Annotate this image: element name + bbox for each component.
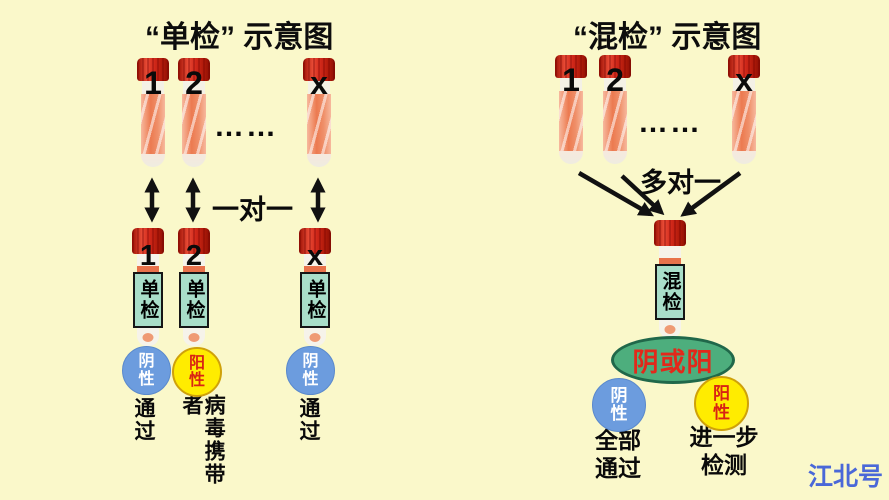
single-sample-tube-x: x [302, 58, 336, 167]
tube-body [732, 91, 756, 151]
tube-cap [299, 228, 331, 254]
result-positive-2: 阳性 [172, 347, 222, 397]
many-to-one-label: 多对一 [640, 168, 721, 198]
tube-tip-dot [142, 333, 154, 342]
tube-cap [303, 58, 335, 81]
tube-number: 1 [139, 240, 157, 272]
tube-number: 2 [185, 240, 203, 272]
result-negative-1: 阴性 [122, 346, 171, 395]
pooled-sample-tube-x: x [727, 55, 761, 164]
pool-arrow-x [680, 171, 742, 217]
ellipsis-pooled: …… [638, 106, 702, 139]
outcome-pass-1: 通过 [132, 397, 156, 443]
single-test-tube-2: 单检 2 [177, 228, 211, 346]
single-test-label-tag: 单检 [300, 272, 330, 328]
single-test-label-tag: 单检 [133, 272, 163, 328]
tube-number: 1 [144, 65, 162, 101]
pool-action-positive: 进一步检测 [689, 424, 759, 478]
result-negative-x: 阴性 [286, 346, 335, 395]
tube-cap [555, 55, 587, 78]
pool-action-negative: 全部通过 [595, 427, 641, 481]
single-sample-tube-1: 1 [136, 58, 170, 167]
tube-neck [560, 78, 582, 91]
tube-sample-band [304, 266, 326, 272]
outcome-carrier-2: 病毒携带者 [180, 394, 226, 486]
pooled-test-label-tag: 混检 [655, 264, 685, 320]
tube-tip [307, 154, 331, 167]
pool-result-ellipse: 阴或阳 [611, 336, 735, 384]
tube-tip-dot [664, 325, 676, 334]
single-panel-title: “单检” 示意图 [145, 21, 334, 54]
tube-cap [599, 55, 631, 78]
tube-neck [604, 78, 626, 91]
tube-cap [178, 228, 210, 254]
tube-sample-band [137, 266, 159, 272]
tube-neck [183, 81, 205, 94]
tube-cap [132, 228, 164, 254]
tube-tip [732, 151, 756, 164]
pool-result-positive: 阳性 [694, 376, 749, 431]
tube-cap [137, 58, 169, 81]
ellipsis-single: …… [214, 110, 278, 143]
outcome-pass-x: 通过 [297, 397, 321, 443]
tube-neck [142, 81, 164, 94]
single-test-tube-1: 单检 1 [131, 228, 165, 346]
watermark: 江北号 [808, 463, 884, 491]
tube-number: x [735, 62, 753, 98]
pooled-sample-tube-2: 2 [598, 55, 632, 164]
tube-number: x [306, 240, 324, 272]
tube-tip-dot [188, 333, 200, 342]
tube-sample-band [659, 258, 681, 264]
tube-tip [559, 151, 583, 164]
tube-tip [182, 154, 206, 167]
tube-neck [733, 78, 755, 91]
pool-result-negative: 阴性 [592, 378, 646, 432]
tube-number: 2 [185, 65, 203, 101]
tube-tip [603, 151, 627, 164]
tube-cap [654, 220, 686, 246]
tube-sample-band [183, 266, 205, 272]
pool-arrow-2 [620, 174, 665, 216]
pool-arrow-1 [577, 171, 654, 217]
tube-number: 2 [606, 62, 624, 98]
pooled-sample-tube-1: 1 [554, 55, 588, 164]
one-to-one-label: 一对一 [212, 195, 293, 225]
tube-tip-dot [309, 333, 321, 342]
single-test-tube-x: 单检 x [298, 228, 332, 346]
tube-cap [728, 55, 760, 78]
tube-neck [308, 81, 330, 94]
pooled-panel-title: “混检” 示意图 [573, 21, 762, 54]
tube-body [141, 94, 165, 154]
tube-body [559, 91, 583, 151]
pooled-test-tube: 混检 [653, 220, 687, 338]
tube-tip [141, 154, 165, 167]
single-test-label-tag: 单检 [179, 272, 209, 328]
tube-number: x [310, 65, 328, 101]
tube-number: 1 [562, 62, 580, 98]
single-sample-tube-2: 2 [177, 58, 211, 167]
tube-body [603, 91, 627, 151]
tube-body [307, 94, 331, 154]
tube-cap [178, 58, 210, 81]
tube-body [182, 94, 206, 154]
